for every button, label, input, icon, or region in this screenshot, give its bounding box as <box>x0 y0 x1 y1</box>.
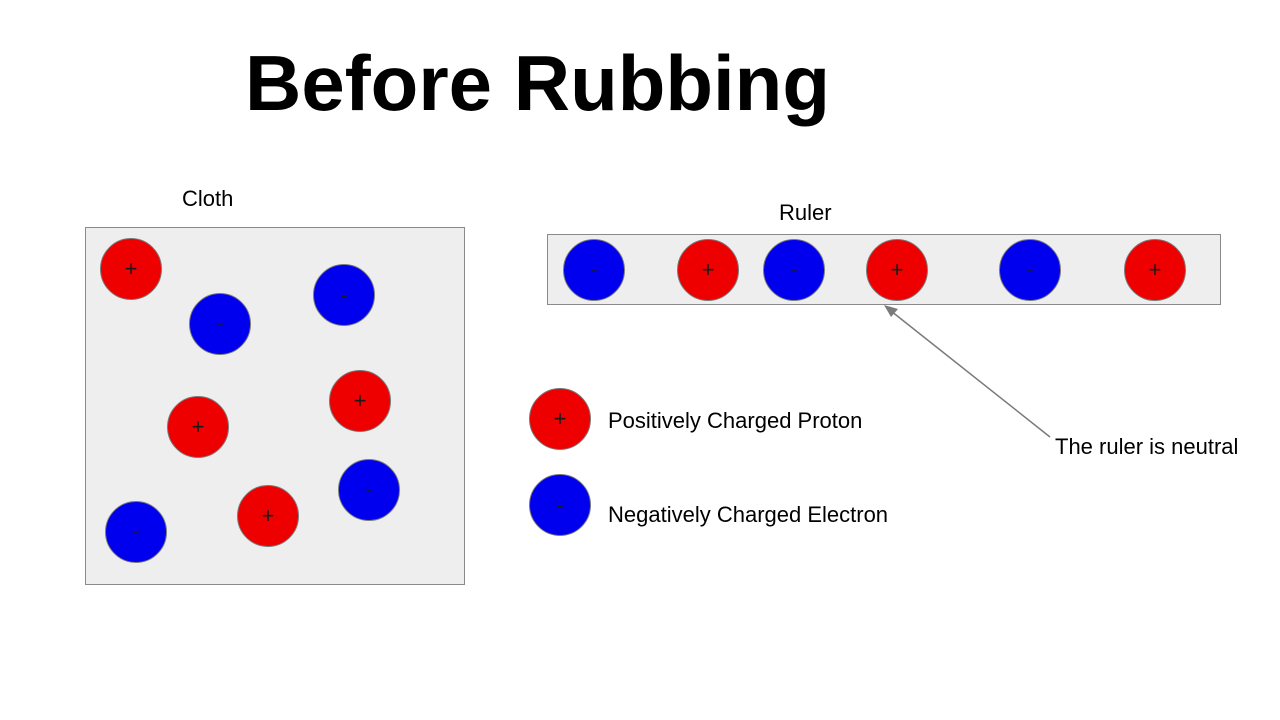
cloth-electron-4: - <box>105 501 167 563</box>
ruler-proton-1: + <box>677 239 739 301</box>
annotation-arrow-line <box>890 310 1051 438</box>
ruler-electron-1: - <box>563 239 625 301</box>
ruler-proton-3: + <box>1124 239 1186 301</box>
cloth-proton-4: + <box>237 485 299 547</box>
legend-electron-icon: - <box>529 474 591 536</box>
ruler-proton-2: + <box>866 239 928 301</box>
page-title: Before Rubbing <box>245 39 830 127</box>
cloth-proton-3: + <box>329 370 391 432</box>
cloth-proton-1: + <box>100 238 162 300</box>
annotation-arrow-head <box>884 305 898 317</box>
cloth-electron-3: - <box>338 459 400 521</box>
ruler-neutral-annotation: The ruler is neutral <box>1055 434 1239 459</box>
ruler-label: Ruler <box>779 200 832 225</box>
legend-proton-label: Positively Charged Proton <box>608 408 863 433</box>
cloth-electron-1: - <box>189 293 251 355</box>
cloth-electron-2: - <box>313 264 375 326</box>
ruler-electron-3: - <box>999 239 1061 301</box>
cloth-proton-2: + <box>167 396 229 458</box>
legend-electron-label: Negatively Charged Electron <box>608 502 889 527</box>
legend-proton-icon: + <box>529 388 591 450</box>
ruler-electron-2: - <box>763 239 825 301</box>
cloth-label: Cloth <box>182 186 234 211</box>
